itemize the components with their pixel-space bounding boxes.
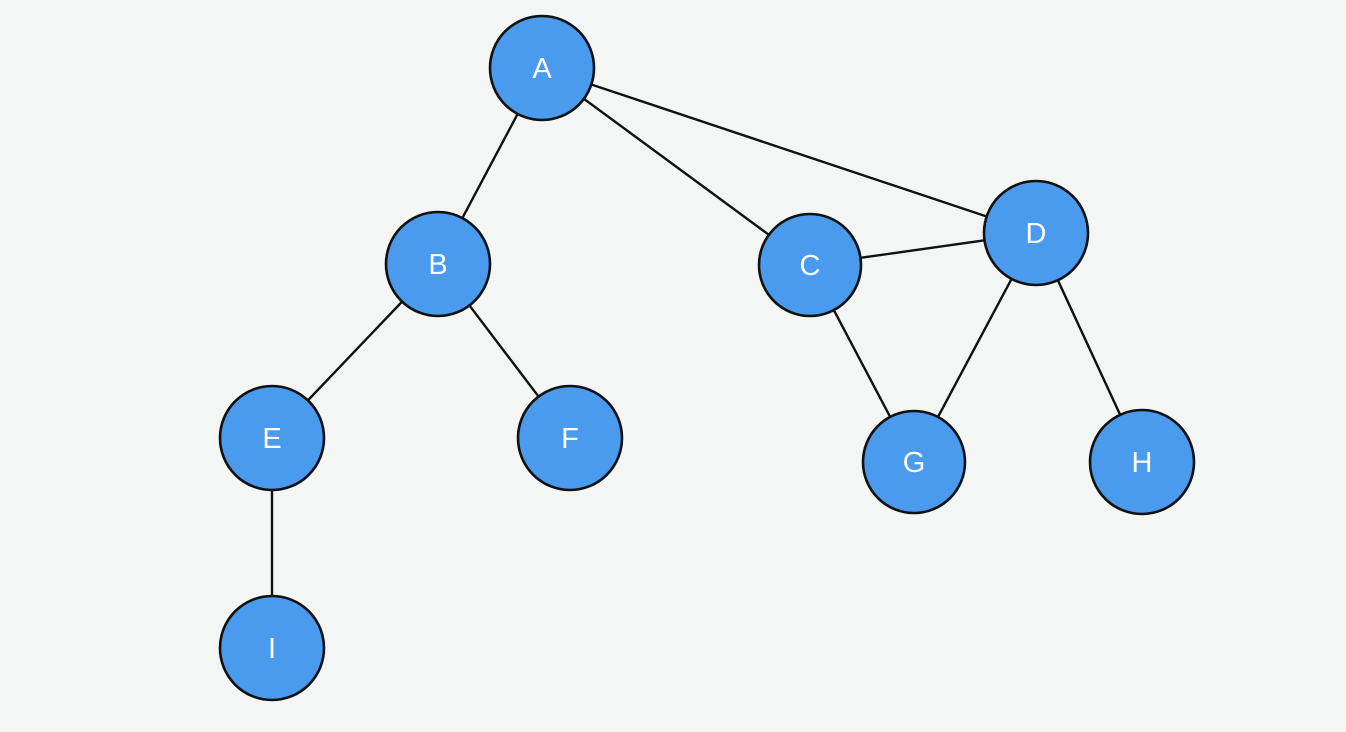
graph-edge-c-g [832, 308, 892, 419]
graph-edge-d-h [1056, 278, 1122, 417]
edge-layer [270, 83, 1122, 598]
graph-node-g[interactable]: G [861, 409, 967, 515]
graph-edge-a-d [590, 83, 988, 218]
graph-node-circle-i[interactable] [218, 594, 326, 702]
graph-edge-c-d [859, 239, 986, 260]
graph-edge-d-g [936, 277, 1013, 419]
graph-node-a[interactable]: A [488, 14, 596, 122]
graph-node-circle-a[interactable] [488, 14, 596, 122]
graph-node-circle-c[interactable] [757, 212, 863, 318]
graph-edge-a-b [461, 112, 519, 220]
graph-node-c[interactable]: C [757, 212, 863, 318]
graph-node-circle-e[interactable] [218, 384, 326, 492]
graph-node-d[interactable]: D [982, 179, 1090, 287]
graph-edge-a-c [582, 97, 771, 236]
graph-node-i[interactable]: I [218, 594, 326, 702]
graph-node-h[interactable]: H [1088, 408, 1196, 516]
graph-node-b[interactable]: B [384, 210, 492, 318]
graph-node-e[interactable]: E [218, 384, 326, 492]
node-layer: AB C D E F G H I [218, 14, 1196, 702]
graph-node-circle-f[interactable] [516, 384, 624, 492]
graph-node-circle-h[interactable] [1088, 408, 1196, 516]
graph-node-f[interactable]: F [516, 384, 624, 492]
graph-edge-b-e [306, 300, 404, 402]
graph-node-circle-g[interactable] [861, 409, 967, 515]
graph-edge-b-f [468, 304, 540, 398]
graph-node-circle-d[interactable] [982, 179, 1090, 287]
graph-node-circle-b[interactable] [384, 210, 492, 318]
